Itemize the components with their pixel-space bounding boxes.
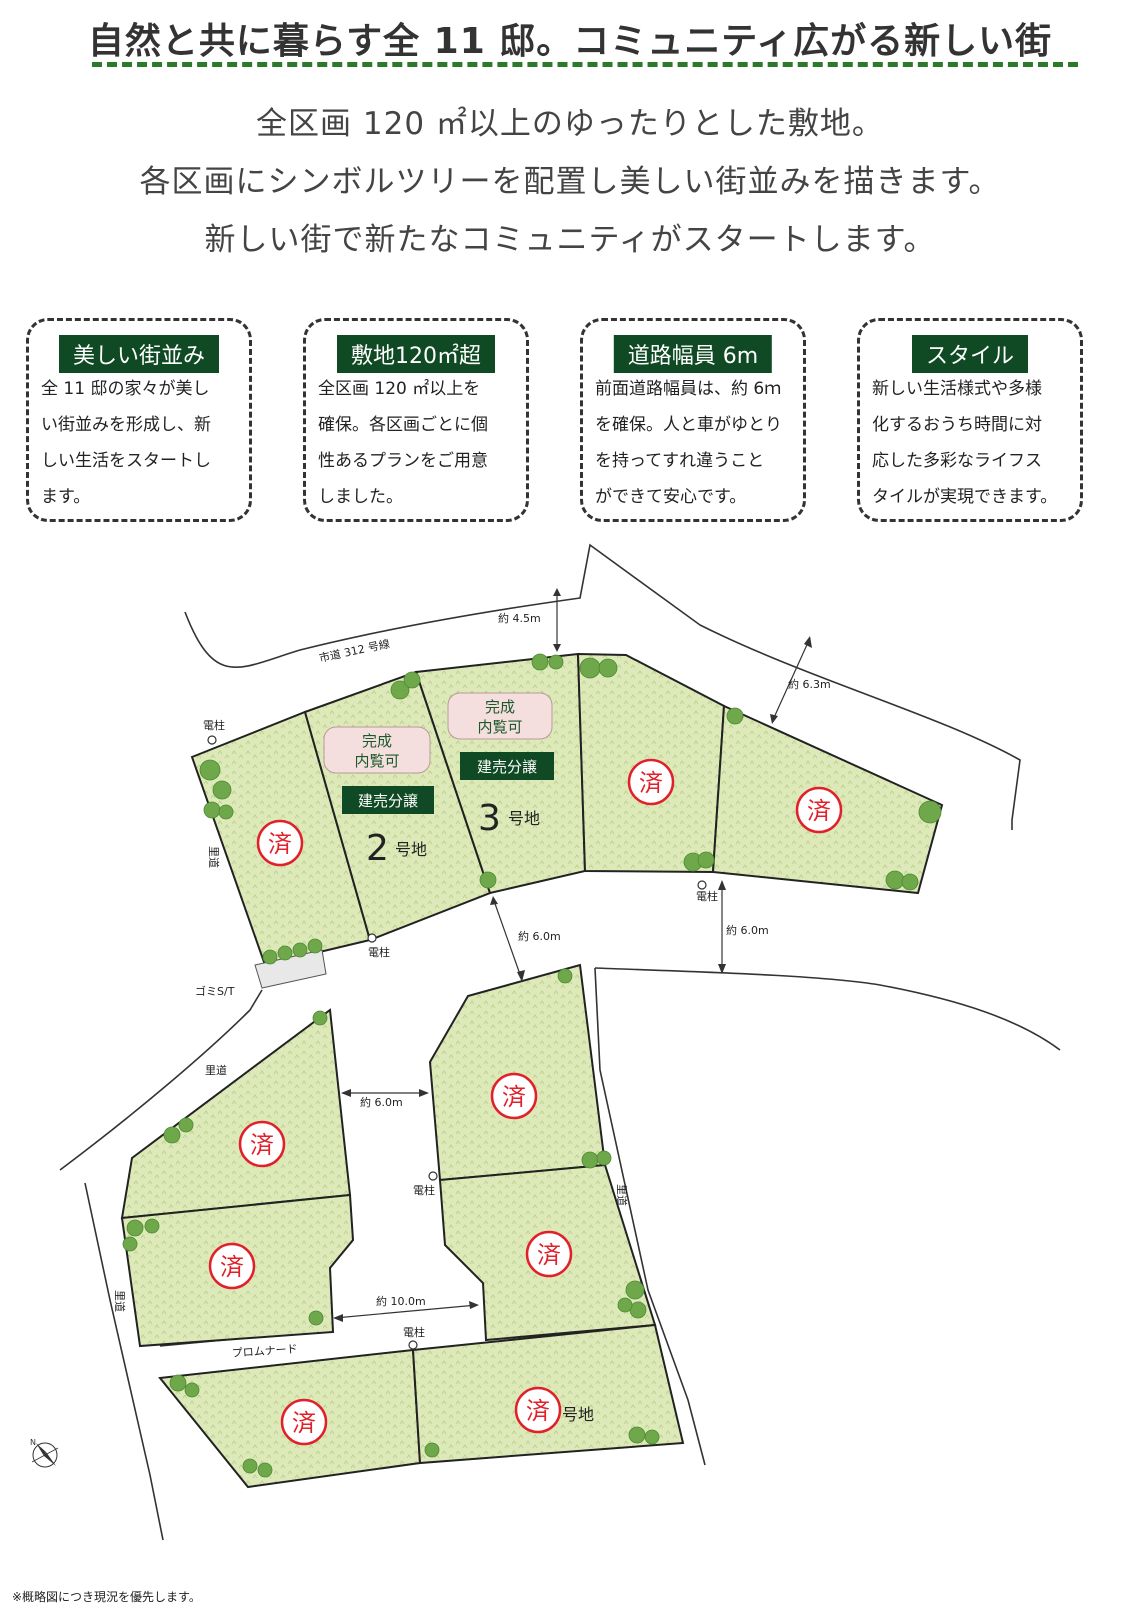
feature-line: 全区画 120 ㎡以上を [318,379,481,399]
width-label-45: 約 4.5m [498,611,541,625]
intro-line-3: 新しい街で新たなコミュニティがスタートします。 [204,222,936,258]
sold-stamp-text: 済 [807,797,831,825]
pole-label: 電柱 [368,945,390,959]
lot-3-sale-badge [460,752,554,780]
sold-stamp: 済 [490,1072,538,1120]
pole-label: 電柱 [203,718,225,732]
lot-3-suffix: 号地 [508,809,540,828]
site-map: 市道 312 号線 約 4.5m 約 6.3m 約 6.0m 約 6.0m 約 … [30,543,1061,1541]
intro-line-1: 全区画 120 ㎡以上のゆったりとした敷地。 [256,106,884,142]
footnote: ※概略図につき現況を優先します。 [12,1590,201,1604]
feature-line: 性あるプランをご用意 [318,451,488,471]
feature-line: しました。 [318,487,403,507]
lot-2-status-badge [323,726,431,774]
feature-body: 全区画 120 ㎡以上を 確保。各区画ごとに個 性あるプランをご用意 しました。 [318,371,514,515]
compass-north-label: N [30,1438,36,1447]
sold-stamp: 済 [627,758,675,806]
village-road-label: 里道 [113,1290,127,1312]
sold-stamp: 済 [795,786,843,834]
sold-stamp-text: 済 [268,830,292,858]
sold-stamp-text: 済 [220,1253,244,1281]
utility-poles [207,735,707,1350]
west-lane-line [59,989,263,1171]
sold-stamp-text: 済 [292,1409,316,1437]
feature-line: 前面道路幅員は、約 6ｍ [595,379,782,399]
feature-line: 応した多彩なライフス [872,451,1042,471]
feature-line: を持ってすれ違うこと [595,451,765,471]
feature-line: ます。 [41,487,91,507]
lot-2-sale-badge [342,786,434,814]
lot-2-status-line1: 完成 [362,732,392,750]
intro-line-2: 各区画にシンボルツリーを配置し美しい街並みを描きます。 [139,164,1001,200]
sold-stamp-text: 済 [250,1131,274,1159]
southwest-lane-line [84,1182,164,1541]
feature-title: スタイル [911,335,1029,373]
page-title: 自然と共に暮らす全 11 邸。コミュニティ広がる新しい街 [87,21,1053,62]
feature-line: い街並みを形成し、新 [41,415,211,435]
lot-3-status-line1: 完成 [485,698,515,716]
width-label-100: 約 10.0m [376,1294,426,1308]
lot-sw1 [120,1008,352,1220]
sold-stamp: 済 [238,1120,286,1168]
lot-2-status-line2: 内覧可 [354,752,399,770]
feature-title: 敷地120㎡超 [337,335,495,373]
lot-2-number: 2 [366,828,389,869]
sold-stamp-text: 済 [502,1083,526,1111]
sold-stamp: 済 [525,1230,573,1278]
width-label-60-east: 約 6.0m [726,923,769,937]
compass-icon: N [30,1438,59,1468]
road-south-edge-line [594,967,1061,1051]
village-road-label: 里道 [205,1063,227,1077]
dimension-arrows [334,590,811,1319]
garbage-label: ゴミS/T [195,984,235,998]
feature-line: を確保。人と車がゆとり [595,415,782,435]
width-label-60-north: 約 6.0m [518,929,561,943]
width-label-60-center: 約 6.0m [360,1095,403,1109]
feature-line: 確保。各区画ごとに個 [318,415,488,435]
feature-card-style: スタイル 新しい生活様式や多様 化するおうち時間に対 応した多彩なライフス タイ… [857,318,1083,522]
feature-line: しい生活をスタートし [41,451,211,471]
feature-card-road-width: 道路幅員 6m 前面道路幅員は、約 6ｍ を確保。人と車がゆとり を持ってすれ違… [580,318,806,522]
road-city-label: 市道 312 号線 [318,636,391,665]
feature-line: タイルが実現できます。 [872,487,1058,507]
feature-title: 美しい街並み [58,335,220,373]
sold-stamp: 済 [256,819,304,867]
lot-3-number: 3 [478,798,501,839]
lot-3-status-badge [447,692,553,740]
feature-card-townscape: 美しい街並み 全 11 邸の家々が美し い街並みを形成し、新 しい生活をスタート… [26,318,252,522]
village-road-label: 里道 [207,846,221,868]
sold-stamp-text: 済 [639,769,663,797]
feature-body: 前面道路幅員は、約 6ｍ を確保。人と車がゆとり を持ってすれ違うこと ができて… [595,371,791,515]
promenade-label: プロムナード [231,1342,298,1360]
sold-stamp: 済 [280,1398,328,1446]
village-road-label: 里道 [615,1184,629,1206]
feature-body: 新しい生活様式や多様 化するおうち時間に対 応した多彩なライフス タイルが実現で… [872,371,1068,515]
sold-stamp: 済 [208,1242,256,1290]
lot-suffix-label: 号地 [562,1405,594,1424]
feature-line: 全 11 邸の家々が美し [41,379,210,399]
feature-body: 全 11 邸の家々が美し い街並みを形成し、新 しい生活をスタートし ます。 [41,371,237,515]
sold-stamp-text: 済 [526,1397,550,1425]
lot-2-sale-label: 建売分譲 [358,792,418,810]
feature-line: 新しい生活様式や多様 [872,379,1042,399]
title-dashed-rule [92,62,1078,67]
lot-2-suffix: 号地 [395,840,427,859]
sold-stamp-text: 済 [537,1241,561,1269]
lot-3-status-line2: 内覧可 [477,718,522,736]
width-label-63: 約 6.3m [788,677,831,691]
feature-title: 道路幅員 6m [613,335,773,373]
pole-label: 電柱 [413,1183,435,1197]
lot-3-sale-label: 建売分譲 [477,758,537,776]
north-boundary-line [184,543,1021,821]
pole-label: 電柱 [403,1325,425,1339]
pole-label: 電柱 [696,889,718,903]
east-lane-line [594,967,706,1466]
feature-line: ができて安心です。 [595,487,747,507]
feature-line: 化するおうち時間に対 [872,415,1042,435]
feature-card-site-area: 敷地120㎡超 全区画 120 ㎡以上を 確保。各区画ごとに個 性あるプランをご… [303,318,529,522]
trees [122,653,942,1478]
sold-stamp: 済 [514,1386,562,1434]
lot-se1 [428,963,607,1182]
arrow-heads [333,588,812,1322]
